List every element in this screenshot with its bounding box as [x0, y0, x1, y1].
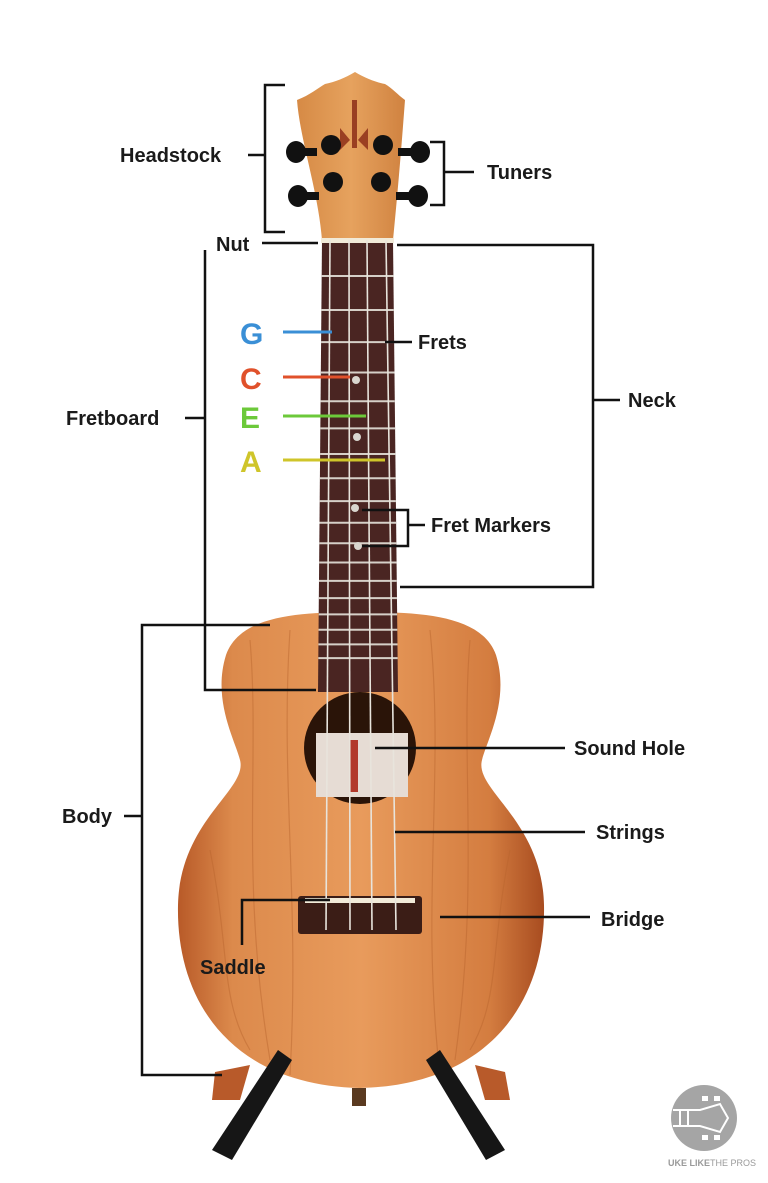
label-tuners: Tuners [487, 162, 552, 184]
sound-hole [304, 692, 416, 804]
label-frets: Frets [418, 332, 467, 354]
callout-lines [124, 83, 620, 1077]
note-c: C [240, 363, 262, 396]
frets [318, 275, 398, 660]
note-a: A [240, 446, 262, 479]
note-e: E [240, 402, 260, 435]
fretboard [318, 240, 398, 692]
strings [325, 239, 397, 931]
label-strings: Strings [596, 822, 665, 844]
saddle [305, 898, 415, 903]
label-body: Body [62, 806, 113, 828]
label-headstock: Headstock [120, 145, 222, 167]
bridge [298, 896, 422, 934]
tuners [286, 135, 430, 207]
label-sound-hole: Sound Hole [574, 738, 685, 760]
ukulele-body [177, 612, 545, 1088]
note-g: G [240, 318, 263, 351]
fret-markers [351, 376, 362, 550]
label-saddle: Saddle [200, 957, 266, 979]
nut [321, 238, 394, 243]
end-pin [352, 1088, 366, 1106]
label-fretboard: Fretboard [66, 408, 159, 430]
logo-text-bold: UKE LIKE [668, 1158, 710, 1168]
label-nut: Nut [216, 234, 250, 256]
label-bridge: Bridge [601, 909, 664, 931]
label-neck: Neck [628, 390, 677, 412]
string-note-lines [283, 330, 385, 462]
label-fret-markers: Fret Markers [431, 515, 551, 537]
ukulele-stand-legs [212, 1050, 505, 1160]
label-logo-icon [350, 740, 358, 792]
headstock [297, 72, 405, 240]
headstock-logo-icon [340, 100, 368, 150]
logo-text-light: THE PROS [710, 1158, 756, 1168]
svg-text:UKE LIKETHE PROS: UKE LIKETHE PROS [668, 1158, 756, 1168]
uke-like-the-pros-logo: UKE LIKETHE PROS [668, 1085, 756, 1168]
